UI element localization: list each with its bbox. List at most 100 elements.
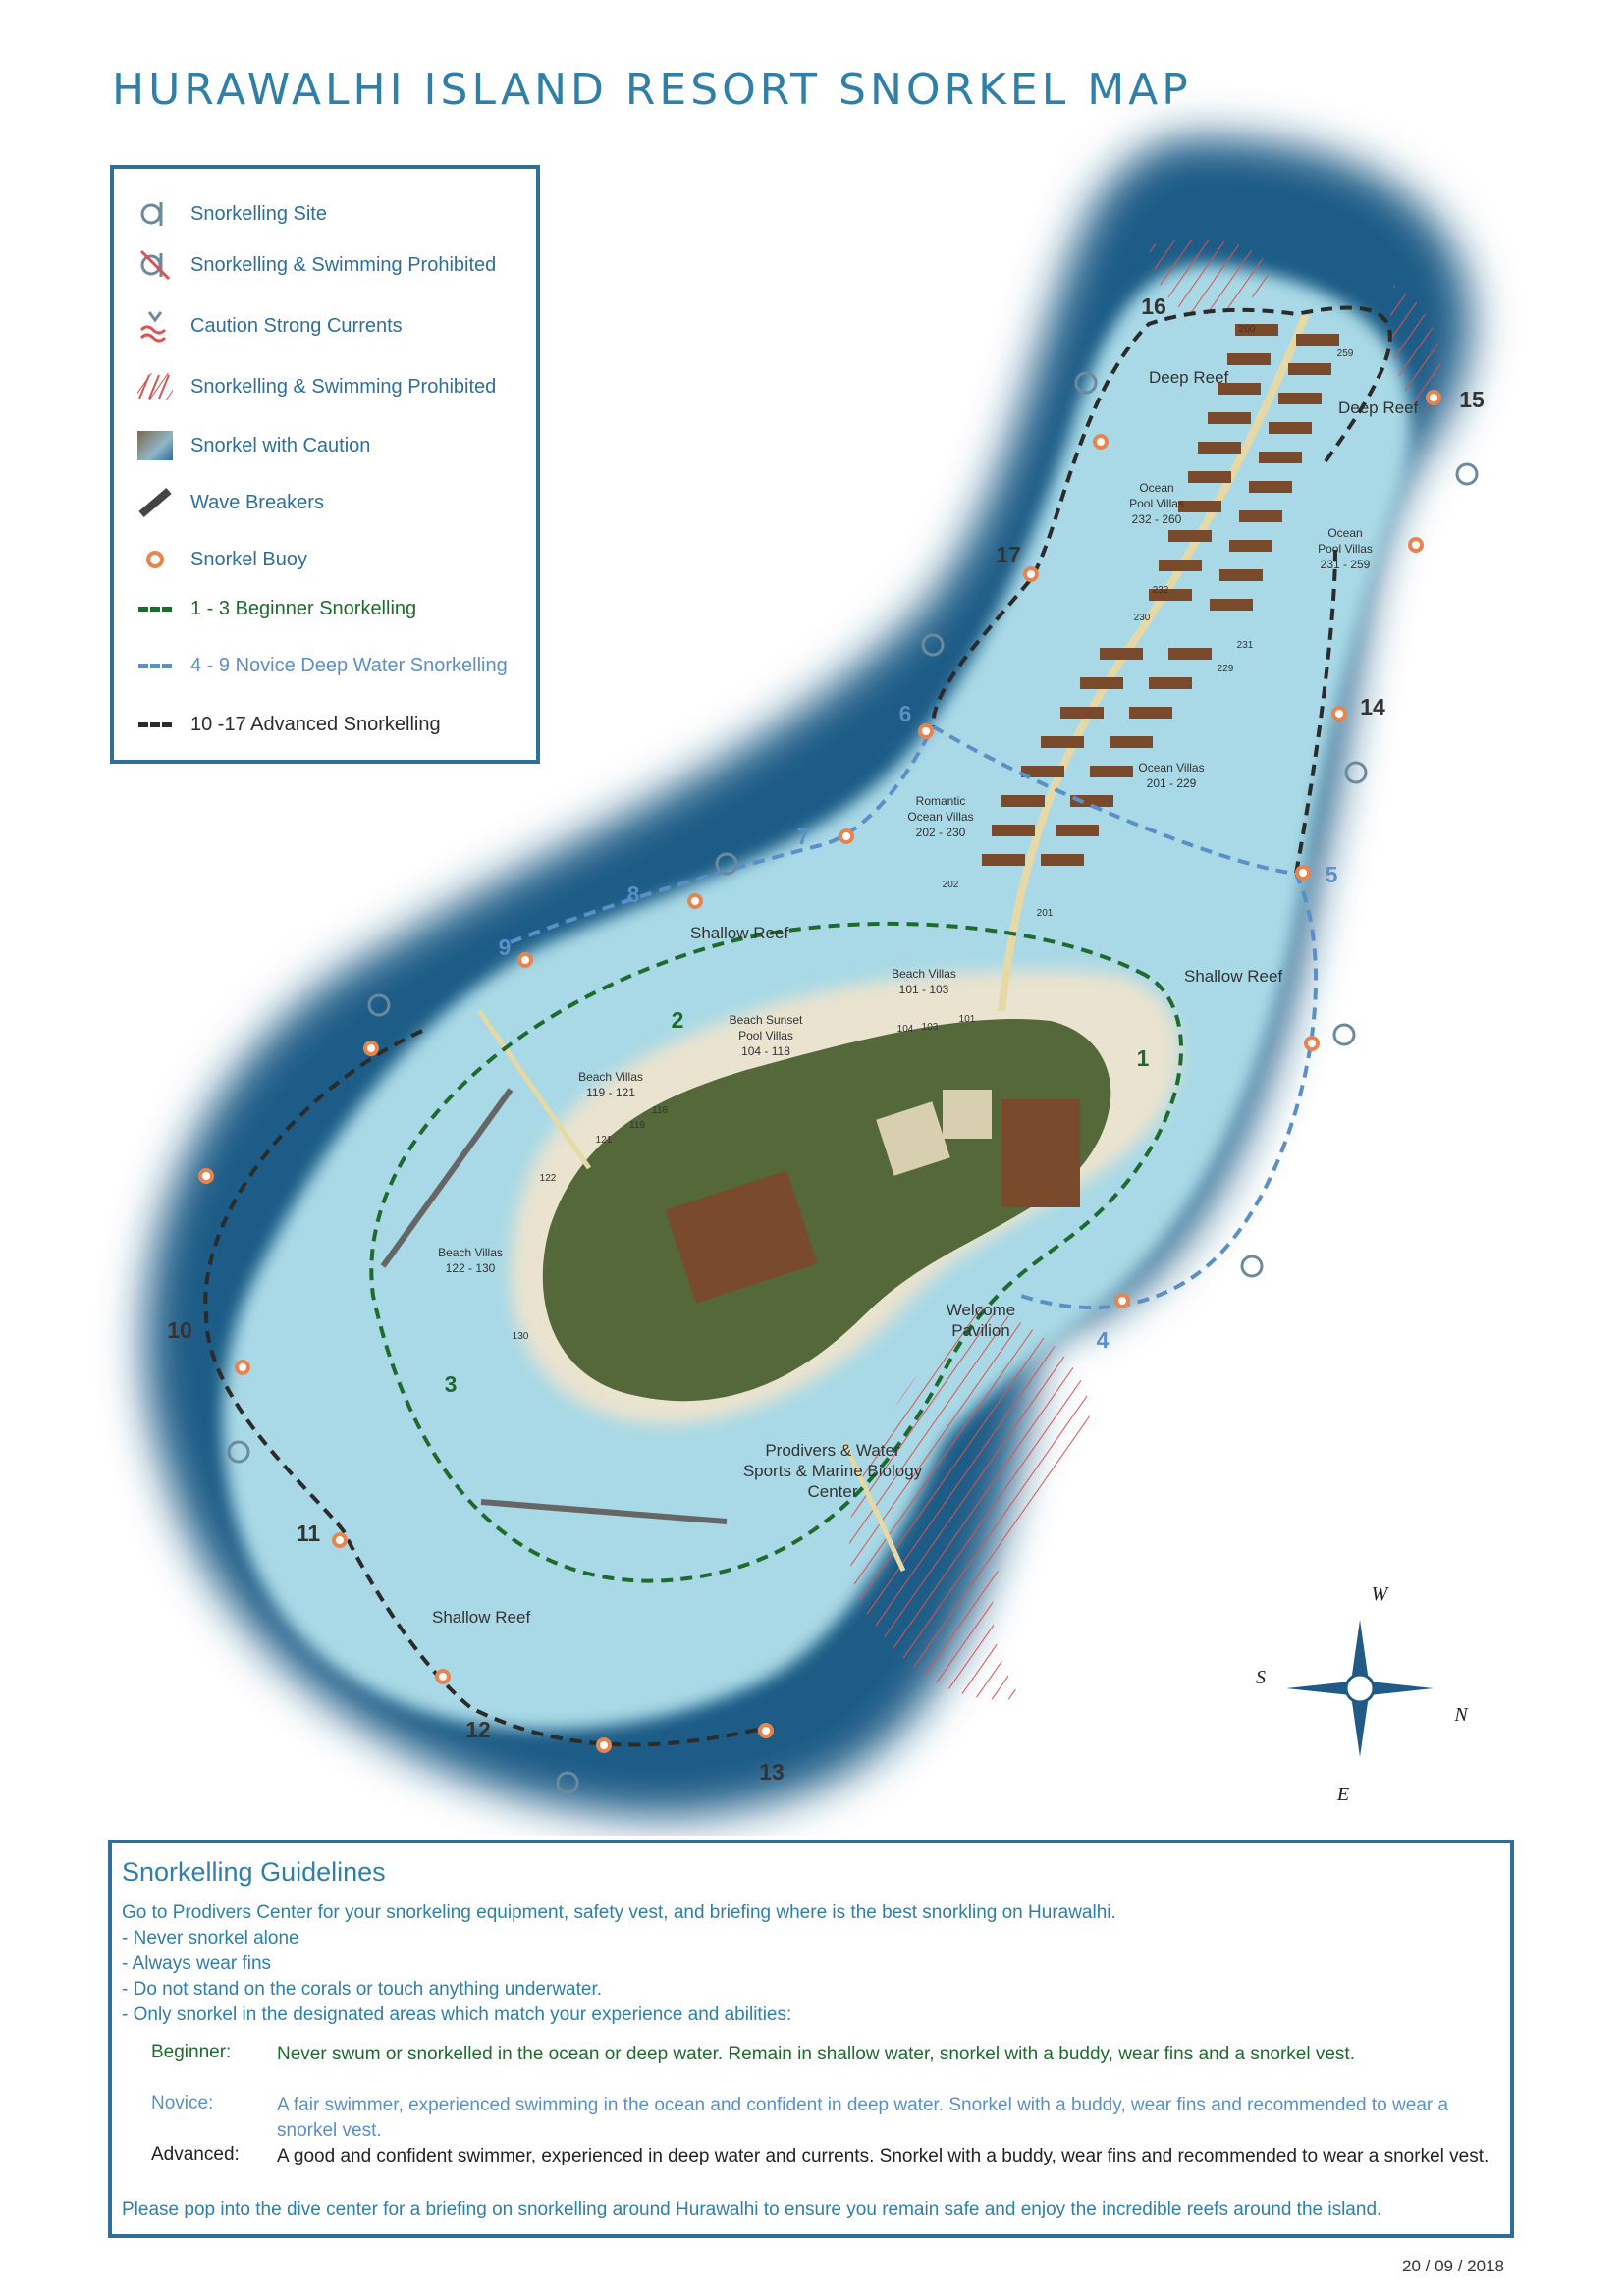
route-number-14: 14 xyxy=(1360,694,1385,720)
legend-label: 1 - 3 Beginner Snorkelling xyxy=(190,597,417,619)
legend-label: Snorkelling & Swimming Prohibited xyxy=(190,375,497,398)
legend-item: Snorkelling & Swimming Prohibited xyxy=(134,367,496,406)
legend-item: 10 -17 Advanced Snorkelling xyxy=(134,705,441,744)
legend-item: Snorkel Buoy xyxy=(134,540,307,579)
route-number-11: 11 xyxy=(297,1521,321,1546)
route-number-8: 8 xyxy=(627,881,640,907)
villa-number: 259 xyxy=(1337,348,1354,359)
wave-breaker-icon xyxy=(134,483,177,522)
legend-item: 1 - 3 Beginner Snorkelling xyxy=(134,589,416,628)
label-ocean-pool-2-c: 231 - 259 xyxy=(1321,558,1371,571)
label-prodivers-b: Sports & Marine Biology xyxy=(743,1462,923,1480)
legend-item: Wave Breakers xyxy=(134,483,324,522)
route-number-13: 13 xyxy=(759,1759,785,1785)
route-number-12: 12 xyxy=(465,1717,491,1742)
villa-number: 121 xyxy=(596,1135,613,1146)
legend-item: Snorkel with Caution xyxy=(134,426,370,465)
label-romantic-a: Romantic xyxy=(916,794,966,808)
compass-west: W xyxy=(1372,1583,1390,1605)
label-prodivers-c: Center xyxy=(807,1482,857,1501)
villa-number: 118 xyxy=(652,1105,668,1116)
snorkelling-guidelines: Snorkelling Guidelines Go to Prodivers C… xyxy=(108,1840,1514,2238)
route-number-9: 9 xyxy=(499,934,512,960)
villa-number: 119 xyxy=(629,1120,645,1131)
legend-item: 4 - 9 Novice Deep Water Snorkelling xyxy=(134,646,508,685)
guideline-rule: - Always wear fins xyxy=(122,1953,272,1974)
label-deep-reef-1: Deep Reef xyxy=(1149,368,1229,387)
level-advanced-name: Advanced: xyxy=(151,2144,240,2164)
route-number-6: 6 xyxy=(899,701,912,726)
level-novice-desc: A fair swimmer, experienced swimming in … xyxy=(277,2095,1449,2141)
guidelines-intro: Go to Prodivers Center for your snorkeli… xyxy=(122,1902,1116,1923)
legend-label: Snorkel with Caution xyxy=(190,434,371,456)
map-legend: Snorkelling Site Snorkelling & Swimming … xyxy=(110,165,540,764)
prohibited-zones xyxy=(849,239,1440,1700)
route-number-4: 4 xyxy=(1097,1327,1110,1353)
label-ocean-pool-1-c: 232 - 260 xyxy=(1132,512,1182,526)
hatched-area-icon xyxy=(134,367,177,406)
legend-item: Snorkelling & Swimming Prohibited xyxy=(134,245,496,285)
label-beach-101-a: Beach Villas xyxy=(892,967,956,981)
label-romantic-b: Ocean Villas xyxy=(907,810,973,824)
guideline-rule: - Only snorkel in the designated areas w… xyxy=(122,2004,792,2025)
label-beach-122-b: 122 - 130 xyxy=(446,1261,496,1275)
label-shallow-reef-2: Shallow Reef xyxy=(1184,967,1282,986)
villa-number: 260 xyxy=(1239,324,1256,335)
snorkel-site-icons xyxy=(227,371,1479,1794)
villa-number: 229 xyxy=(1218,664,1234,674)
villa-number: 231 xyxy=(1237,640,1254,651)
villa-number: 101 xyxy=(959,1014,976,1025)
label-ocean-villas-b: 201 - 229 xyxy=(1147,776,1197,790)
prodivers-jetty xyxy=(841,1441,906,1573)
strong-current-icon xyxy=(134,306,177,346)
villa-number: 130 xyxy=(513,1331,529,1342)
level-beginner-name: Beginner: xyxy=(151,2042,232,2062)
west-jetty xyxy=(476,1009,592,1170)
legend-label: Wave Breakers xyxy=(190,491,324,513)
level-novice-name: Novice: xyxy=(151,2093,214,2113)
black-dash-icon xyxy=(134,705,177,744)
label-beach-119-a: Beach Villas xyxy=(578,1070,643,1084)
guidelines-title: Snorkelling Guidelines xyxy=(122,1857,386,1887)
label-welcome-pavilion-b: Pavilion xyxy=(951,1321,1010,1340)
buoy-icon xyxy=(134,540,177,579)
legend-label: Caution Strong Currents xyxy=(190,314,403,337)
label-beach-119-b: 119 - 121 xyxy=(586,1086,635,1099)
snorkel-buoys xyxy=(198,390,1441,1753)
legend-label: 4 - 9 Novice Deep Water Snorkelling xyxy=(190,654,508,676)
label-ocean-pool-2-b: Pool Villas xyxy=(1318,542,1373,556)
route-number-7: 7 xyxy=(797,824,810,849)
compass-east: E xyxy=(1336,1784,1349,1805)
label-beach-122-a: Beach Villas xyxy=(438,1246,503,1259)
guidelines-closing: Please pop into the dive center for a br… xyxy=(122,2199,1382,2219)
wave-breakers xyxy=(380,1088,728,1524)
label-romantic-c: 202 - 230 xyxy=(916,826,966,839)
label-shallow-reef-1: Shallow Reef xyxy=(690,924,788,942)
compass-north: N xyxy=(1453,1704,1469,1726)
resort-buildings xyxy=(665,1090,1080,1304)
label-beach-sunset-a: Beach Sunset xyxy=(730,1013,803,1027)
villa-number: 202 xyxy=(943,880,959,890)
guideline-rule: - Do not stand on the corals or touch an… xyxy=(122,1979,603,2000)
label-ocean-pool-2-a: Ocean xyxy=(1327,526,1362,540)
green-dash-icon xyxy=(134,589,177,628)
villa-number: 104 xyxy=(897,1024,914,1035)
legend-label: Snorkel Buoy xyxy=(190,548,307,570)
route-number-3: 3 xyxy=(445,1371,458,1397)
villa-number: 201 xyxy=(1037,908,1054,919)
label-deep-reef-2: Deep Reef xyxy=(1338,399,1419,417)
map-date: 20 / 09 / 2018 xyxy=(1402,2257,1504,2275)
level-advanced-desc: A good and confident swimmer, experience… xyxy=(277,2146,1489,2166)
route-number-1: 1 xyxy=(1137,1045,1150,1071)
label-beach-sunset-c: 104 - 118 xyxy=(741,1044,790,1058)
route-number-10: 10 xyxy=(167,1317,192,1343)
blue-dash-icon xyxy=(134,646,177,685)
legend-label: Snorkelling & Swimming Prohibited xyxy=(190,253,497,276)
map-title: HURAWALHI ISLAND RESORT SNORKEL MAP xyxy=(112,65,1192,115)
label-beach-sunset-b: Pool Villas xyxy=(738,1029,793,1042)
legend-item: Caution Strong Currents xyxy=(134,306,403,346)
island-map: Deep Reef Deep Reef Shallow Reef Shallow… xyxy=(144,137,1485,1817)
route-number-16: 16 xyxy=(1141,294,1166,319)
legend-label: 10 -17 Advanced Snorkelling xyxy=(190,713,441,735)
villa-jetty xyxy=(982,312,1339,1012)
